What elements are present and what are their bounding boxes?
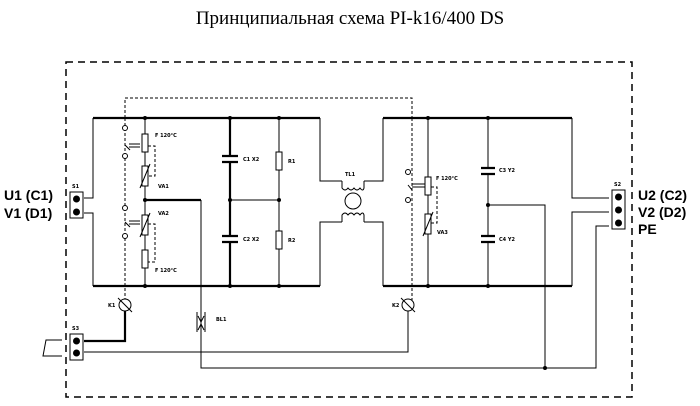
wire-bl-feed [200,200,547,369]
terminal-screw [615,193,622,201]
label-fuse-right: F 120°C [436,176,458,182]
switch-lever [124,220,140,228]
capacitor-c2 [222,234,238,244]
label-tl1: TL1 [345,172,356,178]
external-signal-loop [42,339,62,357]
terminal-label-v1: V1 (D1) [4,205,52,221]
choke-top-wires [319,118,384,182]
wire-pe-ycap [488,204,546,368]
thermal-link-dashed [124,97,413,118]
terminal-screw [615,219,622,227]
label-k1: K1 [108,303,116,309]
label-s1: S1 [72,184,80,190]
bus-left-vertical-bottom [84,212,94,286]
thermal-dashed-3 [431,186,438,224]
choke-bottom-wires [319,221,384,286]
terminal-screw [615,206,622,214]
choke-coil-top [341,181,365,191]
label-r1: R1 [288,159,296,165]
label-c3: C3 Y2 [499,168,516,174]
cap-gap [220,236,240,242]
terminal-label-u2: U2 (C2) [638,187,687,203]
enclosure-border [65,61,633,398]
wire-k1-s3 [84,311,127,343]
thermal-dashed-2 [148,223,156,263]
wire-k2-s3 [84,311,409,353]
fuse-bottom [141,249,149,269]
terminal-label-v2: V2 (D2) [638,204,686,220]
wire-u2 [571,118,609,199]
varistor-va2-slash [139,212,151,238]
switch-contact [122,205,128,211]
switch-contact [122,153,128,159]
terminal-screw [73,337,80,345]
temp-switch-k1-slash [117,297,133,313]
capacitor-c1 [222,154,238,164]
varistor-va1-slash [139,163,151,189]
bus-left-vertical-top [84,118,94,199]
choke-core [344,192,362,210]
junction-dots [143,116,547,370]
choke-coil-bottom [341,212,365,222]
label-r2: R2 [288,238,296,244]
terminal-label-pe: PE [638,221,657,237]
label-k2: K2 [392,303,400,309]
label-c1: C1 X2 [243,157,260,163]
terminal-label-u1: U1 (C1) [4,187,53,203]
label-bl1: BL1 [216,317,227,323]
label-c2: C2 X2 [243,237,260,243]
cap-gap [480,236,496,242]
cap-gap [480,168,496,174]
label-s3: S3 [72,326,80,332]
label-fuse-bottom: F 120°C [155,268,177,274]
thermal-dashed-1 [148,145,156,177]
capacitor-c4 [481,234,495,244]
switch-contact [405,197,411,203]
terminal-screw [73,349,80,357]
terminal-screw [73,195,80,203]
diagram-title: Принципиальная схема PI-k16/400 DS [195,8,505,29]
terminal-screw [73,208,80,216]
resistor-r1 [275,151,283,171]
switch-lever [407,183,425,191]
switch-contact [122,233,128,239]
label-va2: VA2 [158,211,169,217]
fuse-top [141,133,149,153]
arrester-bl1 [196,312,206,332]
cap-gap [220,156,240,162]
switch-contact [122,125,128,131]
switch-contact [405,169,411,175]
fuse-right [424,176,432,196]
label-va1: VA1 [158,184,169,190]
label-c4: C4 Y2 [499,237,516,243]
wire-v2 [571,211,609,286]
capacitor-c3 [481,166,495,176]
label-fuse-top: F 120°C [155,133,177,139]
label-va3: VA3 [437,230,448,236]
resistor-r2 [275,230,283,250]
varistor-va3-slash [422,211,434,237]
label-s2: S2 [614,182,622,188]
switch-lever [124,143,140,151]
temp-switch-k2-slash [400,297,416,313]
wire-pe [545,225,609,369]
